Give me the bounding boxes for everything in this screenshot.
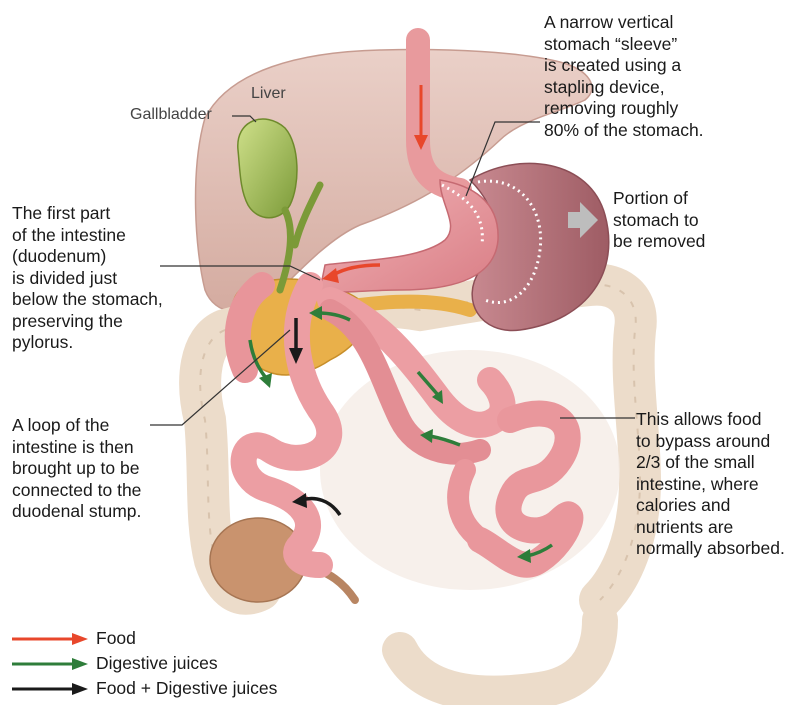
sleeve-line-2: stomach “sleeve” xyxy=(544,34,704,56)
sleeve-line-1: A narrow vertical xyxy=(544,12,704,34)
duodenum-line-2: of the intestine xyxy=(12,225,163,247)
duodenum-description: The first part of the intestine (duodenu… xyxy=(12,203,163,354)
gallbladder xyxy=(238,119,297,218)
food-and-juices-arrow-icon xyxy=(10,682,90,696)
duodenum-line-5: below the stomach, xyxy=(12,289,163,311)
duodenum-line-4: is divided just xyxy=(12,268,163,290)
bypass-line-1: This allows food xyxy=(636,409,785,431)
removed-line-2: stomach to xyxy=(613,210,705,232)
sleeve-description: A narrow vertical stomach “sleeve” is cr… xyxy=(544,12,704,141)
bypass-line-5: calories and xyxy=(636,495,785,517)
bypass-line-7: normally absorbed. xyxy=(636,538,785,560)
duodenum-line-1: The first part xyxy=(12,203,163,225)
legend-item-food: Food xyxy=(10,626,277,651)
sleeve-line-5: removing roughly xyxy=(544,98,704,120)
legend-label-digestive-juices: Digestive juices xyxy=(96,653,218,674)
loop-description: A loop of the intestine is then brought … xyxy=(12,415,141,523)
digestive-juices-arrow-icon xyxy=(10,657,90,671)
loop-line-1: A loop of the xyxy=(12,415,141,437)
bypass-line-4: intestine, where xyxy=(636,474,785,496)
bypass-line-2: to bypass around xyxy=(636,431,785,453)
removed-line-3: be removed xyxy=(613,231,705,253)
legend-item-digestive-juices: Digestive juices xyxy=(10,651,277,676)
bypass-line-3: 2/3 of the small xyxy=(636,452,785,474)
loop-line-2: intestine is then xyxy=(12,437,141,459)
food-arrow-icon xyxy=(10,632,90,646)
loop-line-5: duodenal stump. xyxy=(12,501,141,523)
bypass-description: This allows food to bypass around 2/3 of… xyxy=(636,409,785,560)
sleeve-line-3: is created using a xyxy=(544,55,704,77)
loop-line-3: brought up to be xyxy=(12,458,141,480)
duodenum-line-7: pylorus. xyxy=(12,332,163,354)
sleeve-line-4: stapling device, xyxy=(544,77,704,99)
sleeve-line-6: 80% of the stomach. xyxy=(544,120,704,142)
removed-description: Portion of stomach to be removed xyxy=(613,188,705,253)
legend-label-food: Food xyxy=(96,628,136,649)
duodenum-line-3: (duodenum) xyxy=(12,246,163,268)
legend-label-food-and-juices: Food + Digestive juices xyxy=(96,678,277,699)
legend: Food Digestive juices Food + Digestive j… xyxy=(10,626,277,701)
legend-item-food-and-juices: Food + Digestive juices xyxy=(10,676,277,701)
removed-line-1: Portion of xyxy=(613,188,705,210)
duodenum-line-6: preserving the xyxy=(12,311,163,333)
loop-line-4: connected to the xyxy=(12,480,141,502)
gallbladder-label: Gallbladder xyxy=(130,106,212,124)
liver-label: Liver xyxy=(251,85,286,103)
bypass-line-6: nutrients are xyxy=(636,517,785,539)
